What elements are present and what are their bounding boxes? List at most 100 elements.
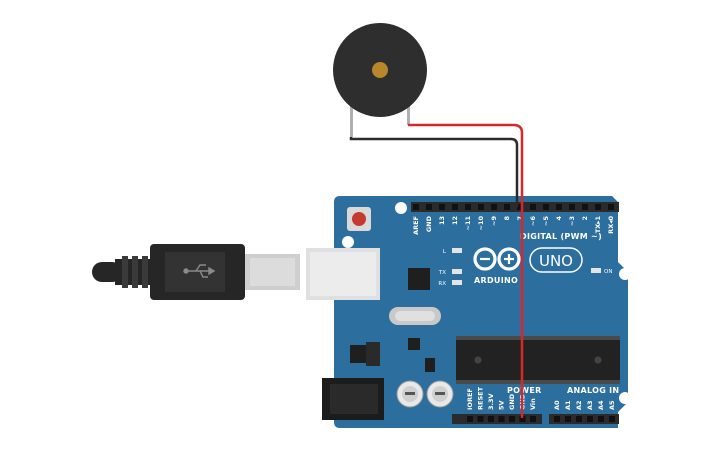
header-pin[interactable]	[488, 416, 494, 422]
usb-interface-chip	[408, 268, 430, 290]
buzzer-lead-positive	[407, 95, 410, 125]
analog-header-label: ANALOG IN	[567, 386, 619, 395]
uno-badge	[529, 247, 583, 273]
pin-label: A0	[553, 400, 561, 410]
header-pin[interactable]	[565, 416, 571, 422]
header-pin[interactable]	[452, 204, 458, 210]
usb-cable-ridge	[142, 256, 148, 288]
led-rx	[452, 280, 462, 285]
mounting-hole	[395, 202, 407, 214]
buzzer-lead-negative	[350, 95, 353, 137]
header-pin[interactable]	[543, 204, 549, 210]
reset-button[interactable]	[352, 212, 366, 226]
pin-label: A2	[575, 400, 583, 410]
usb-plug-metal-inner	[250, 258, 295, 286]
header-pin[interactable]	[530, 204, 536, 210]
pin-label: 4	[555, 216, 563, 221]
mounting-hole	[342, 236, 354, 248]
pin-label: 3.3V	[487, 393, 495, 410]
header-pin[interactable]	[556, 204, 562, 210]
header-pin[interactable]	[491, 204, 497, 210]
pin-label: Vin	[529, 398, 537, 410]
header-pin[interactable]	[413, 204, 419, 210]
pin-label: RESET	[477, 386, 485, 410]
pin-label: ~3	[568, 216, 576, 226]
analog-header[interactable]	[549, 414, 619, 424]
pin-label: GND	[425, 215, 433, 232]
pin-label: AREF	[412, 216, 420, 235]
header-pin[interactable]	[498, 416, 505, 422]
header-pin[interactable]	[439, 204, 445, 210]
pin-label: 7	[516, 216, 524, 221]
pin-label: 5V	[498, 400, 506, 410]
smd-component	[425, 358, 435, 372]
arduino-brand-text: ARDUINO	[474, 276, 518, 285]
capacitor-mark	[405, 392, 415, 395]
header-pin[interactable]	[554, 416, 560, 422]
arduino-logo-icon	[473, 247, 521, 271]
wire-buzzer-negative-to-gnd[interactable]	[349, 137, 519, 207]
power-header[interactable]	[452, 414, 542, 424]
power-header-label: POWER	[507, 386, 542, 395]
pin-label: ~5	[542, 216, 550, 226]
header-pin[interactable]	[576, 416, 582, 422]
atmega-socket-top	[456, 336, 620, 340]
pin-label: 12	[451, 216, 459, 225]
header-pin[interactable]	[519, 416, 526, 422]
voltage-regulator-tab	[366, 342, 380, 366]
buzzer-center	[372, 62, 388, 78]
atmega-microcontroller	[456, 340, 620, 380]
header-pin[interactable]	[595, 204, 601, 210]
pin-label: GND	[508, 393, 516, 410]
usb-plug-face	[165, 252, 225, 292]
uno-model-text: UNO	[539, 252, 573, 270]
pin-label: 2	[581, 216, 589, 221]
header-pin[interactable]	[582, 204, 588, 210]
voltage-regulator	[350, 345, 366, 363]
capacitor-mark	[435, 392, 445, 395]
usb-cable-ridge	[122, 256, 128, 288]
usb-cable-strain-relief-tip	[92, 262, 122, 282]
pin-label: TX▸1	[594, 216, 602, 234]
led-l	[452, 248, 462, 253]
led-label-tx: TX	[438, 270, 446, 276]
header-pin[interactable]	[467, 416, 473, 422]
led-label-l: L	[443, 249, 447, 255]
header-pin[interactable]	[504, 204, 510, 210]
pin-label: 8	[503, 216, 511, 221]
pin-label: A3	[586, 400, 594, 410]
header-pin[interactable]	[608, 204, 614, 210]
pin-label: 13	[438, 216, 446, 225]
led-label-rx: RX	[438, 281, 446, 287]
chip-notch	[594, 356, 602, 364]
header-pin[interactable]	[569, 204, 575, 210]
header-pin[interactable]	[465, 204, 471, 210]
usb-cable[interactable]	[92, 244, 300, 300]
header-pin[interactable]	[609, 416, 615, 422]
header-pin[interactable]	[477, 416, 484, 422]
wire-buzzer-positive-to-pin-9[interactable]	[408, 123, 524, 418]
analog-header-pins	[554, 416, 615, 422]
mounting-hole	[619, 392, 631, 404]
on-label: ON	[604, 269, 612, 275]
pin-label: RX◂0	[607, 216, 615, 234]
pin-label: A4	[597, 400, 605, 410]
smd-component	[408, 338, 420, 350]
header-pin[interactable]	[587, 416, 593, 422]
header-pin[interactable]	[426, 204, 432, 210]
digital-header[interactable]	[411, 202, 619, 212]
header-pin[interactable]	[598, 416, 604, 422]
header-pin[interactable]	[530, 416, 536, 422]
chip-notch	[474, 356, 482, 364]
power-header-pins	[467, 416, 536, 422]
header-pin[interactable]	[509, 416, 515, 422]
mounting-hole	[619, 268, 631, 280]
header-pin[interactable]	[517, 204, 523, 210]
piezo-buzzer[interactable]	[333, 23, 427, 137]
power-jack-inner	[330, 384, 378, 414]
pin-label: A1	[564, 400, 572, 410]
header-pin[interactable]	[478, 204, 484, 210]
